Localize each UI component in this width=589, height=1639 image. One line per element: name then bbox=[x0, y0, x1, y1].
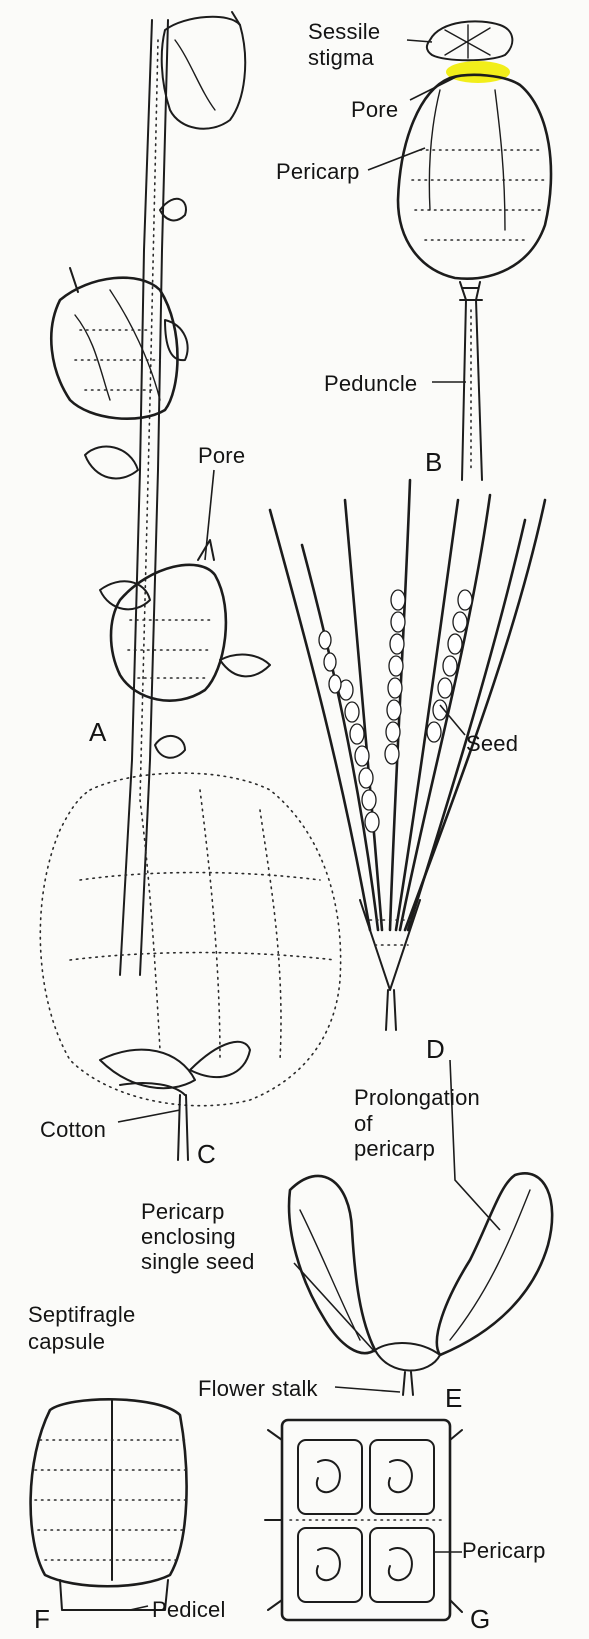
figure-g-cross-section bbox=[265, 1420, 462, 1620]
label-flower-stalk: Flower stalk bbox=[198, 1377, 318, 1401]
label-pericarp-enclosing-line1: Pericarp bbox=[141, 1200, 225, 1224]
label-sessile-stigma-line1: Sessile bbox=[308, 20, 380, 44]
figure-a-stem-with-capsules bbox=[51, 12, 270, 975]
figure-e-samara bbox=[289, 1173, 552, 1395]
figure-c-cotton-boll bbox=[40, 773, 340, 1160]
caption-g: G bbox=[470, 1605, 490, 1633]
caption-f: F bbox=[34, 1605, 50, 1633]
label-prolongation-line1: Prolongation bbox=[354, 1086, 480, 1110]
label-septifragle-line2: capsule bbox=[28, 1330, 105, 1354]
label-septifragle-line1: Septifragle bbox=[28, 1303, 135, 1327]
figure-f-septifragal-capsule bbox=[31, 1399, 188, 1610]
caption-b: B bbox=[425, 448, 442, 476]
label-pericarp-enclosing-line2: enclosing bbox=[141, 1225, 236, 1249]
label-seed: Seed bbox=[466, 732, 518, 756]
label-sessile-stigma-line2: stigma bbox=[308, 46, 374, 70]
caption-a: A bbox=[89, 718, 106, 746]
label-pedicel: Pedicel bbox=[152, 1598, 226, 1622]
label-prolongation-line2: of bbox=[354, 1112, 373, 1136]
label-prolongation-line3: pericarp bbox=[354, 1137, 435, 1161]
label-pore-a: Pore bbox=[198, 444, 245, 468]
label-pericarp-b: Pericarp bbox=[276, 160, 360, 184]
caption-d: D bbox=[426, 1035, 445, 1063]
figure-b-poppy-capsule bbox=[398, 21, 551, 480]
pore-highlight bbox=[446, 61, 510, 83]
caption-c: C bbox=[197, 1140, 216, 1168]
caption-e: E bbox=[445, 1384, 462, 1412]
label-pericarp-enclosing-line3: single seed bbox=[141, 1250, 255, 1274]
label-peduncle: Peduncle bbox=[324, 372, 417, 396]
label-pericarp-g: Pericarp bbox=[462, 1539, 546, 1563]
label-pore-b: Pore bbox=[351, 98, 398, 122]
label-cotton: Cotton bbox=[40, 1118, 106, 1142]
